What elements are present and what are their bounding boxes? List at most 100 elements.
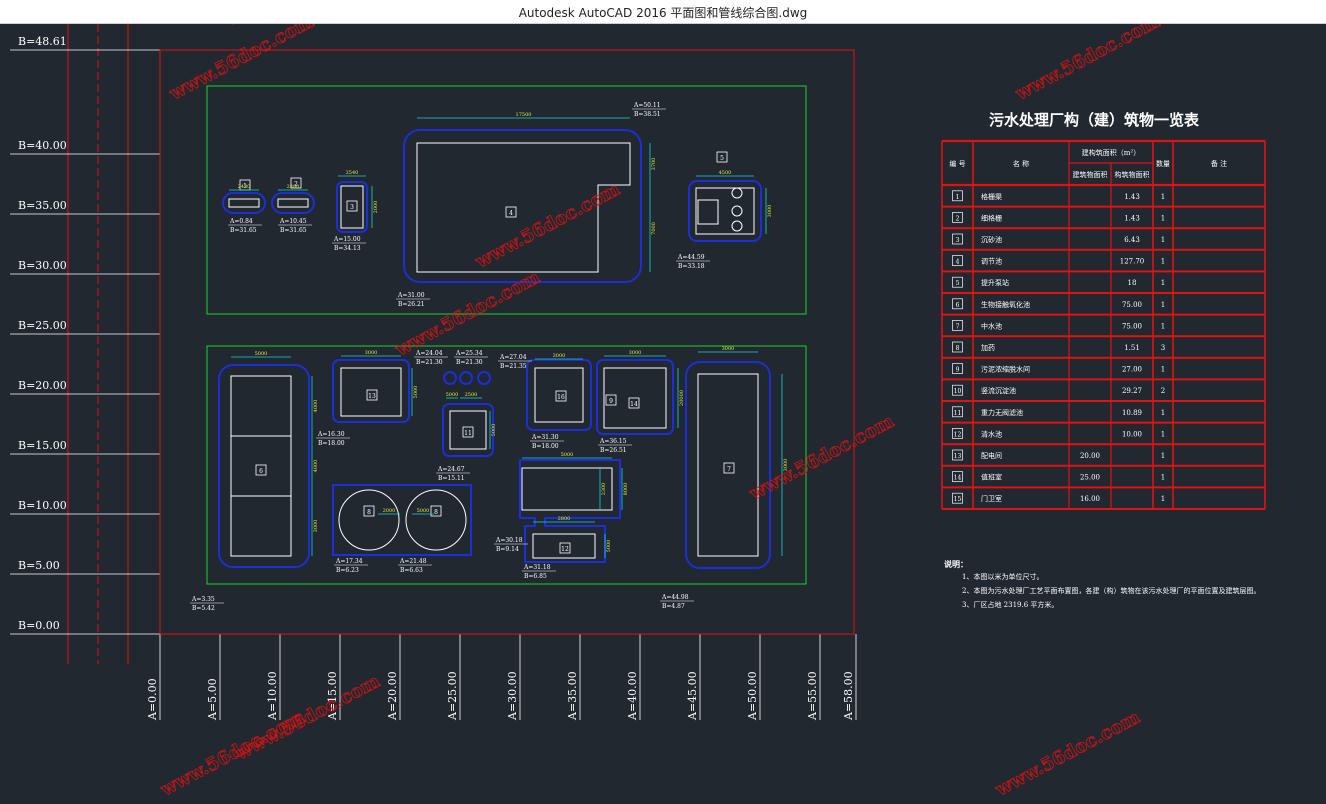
item-label: 13 [368, 393, 376, 400]
structure-outline [596, 359, 674, 435]
grid-b-label: B=15.00 [18, 439, 67, 452]
cad-drawing[interactable]: B=48.61B=40.00B=35.00B=30.00B=25.00B=20.… [0, 24, 1326, 804]
item-marker [366, 389, 378, 401]
table-row-no-box [952, 341, 963, 353]
structure-inner [449, 410, 487, 450]
table-row-name: 重力无阀滤池 [981, 408, 1023, 417]
coord-a-label: A=31.00 [397, 292, 425, 299]
structure-outline [222, 192, 266, 214]
coord-b-label: B=34.13 [334, 245, 361, 252]
dimension-label: 5000 [446, 392, 459, 398]
upper-green-zone [206, 85, 807, 315]
grid-b-label: B=5.00 [18, 559, 60, 572]
table-row-name: 值班室 [981, 473, 1002, 482]
grid-b-label: B=30.00 [18, 259, 67, 272]
dimension-label: 17500 [516, 112, 532, 118]
table-row-no: 1 [956, 194, 960, 201]
coord-a-label: A=10.45 [279, 218, 307, 225]
coord-b-label: B=31.65 [280, 227, 307, 234]
coord-a-label: A=15.00 [333, 236, 361, 243]
table-row-qty: 3 [1161, 344, 1165, 352]
table-row-qty: 1 [1161, 193, 1165, 201]
coord-b-label: B=31.65 [230, 227, 257, 234]
clarifier-circle [405, 489, 467, 551]
dosing-circle [443, 371, 457, 385]
coord-b-label: B=15.11 [438, 475, 465, 482]
lower-green-zone [206, 345, 807, 585]
notes-line: 3、厂区占地 2319.6 平方米。 [962, 600, 1058, 609]
coordinate-grid: B=48.61B=40.00B=35.00B=30.00B=25.00B=20.… [10, 24, 857, 721]
structure-inner [695, 187, 755, 235]
table-row-struct: 1.43 [1124, 193, 1140, 201]
structure-inner [277, 198, 309, 208]
coord-b-label: B=18.00 [532, 443, 559, 450]
table-row-qty: 1 [1161, 474, 1165, 482]
table-row-no: 9 [956, 367, 960, 374]
dimension-label: 3000 [629, 350, 642, 356]
coord-a-label: A=50.11 [633, 102, 661, 109]
table-row-no: 8 [956, 345, 960, 352]
dimension-label: 2300 [601, 483, 607, 496]
table-row-no: 6 [956, 302, 960, 309]
watermark-text: www.56doc.com [166, 24, 318, 105]
coord-b-label: B=18.00 [318, 440, 345, 447]
coord-a-label: A=3.35 [191, 596, 215, 603]
table-row-name: 沉砂池 [981, 235, 1002, 244]
grid-a-label: A=50.00 [746, 671, 759, 721]
item-marker [290, 177, 302, 189]
item-label: 8 [434, 509, 438, 516]
grid-a-label: A=45.00 [686, 671, 699, 721]
table-header-name: 名 称 [1013, 159, 1029, 168]
dimension-label: 5000 [491, 424, 497, 437]
table-row-no: 2 [956, 215, 960, 222]
table-row-struct: 18 [1128, 279, 1137, 287]
table-row-name: 格栅渠 [981, 192, 1002, 201]
coord-b-label: B=21.30 [456, 359, 483, 366]
coord-b-label: B=33.18 [678, 263, 705, 270]
grid-a-label: A=15.00 [326, 671, 339, 721]
dimension-label: 2380 [287, 184, 300, 190]
dimension-label: 2500 [465, 392, 478, 398]
grid-a-label: A=30.00 [506, 671, 519, 721]
structure-outline [332, 359, 410, 423]
structure-outline [403, 129, 642, 283]
watermark-text: www.56doc.com [232, 671, 384, 765]
structure-inner [230, 375, 292, 557]
item-label: 12 [561, 546, 569, 553]
grid-a-label: A=5.00 [206, 678, 219, 721]
table-row-name: 调节池 [981, 257, 1002, 266]
grid-a-label: A=40.00 [626, 671, 639, 721]
item-marker [255, 464, 267, 476]
watermark-text: www.56doc.com [1012, 24, 1164, 105]
coord-a-label: A=36.15 [599, 438, 627, 445]
structure-inner [340, 185, 364, 229]
table-row-qty: 1 [1161, 366, 1165, 374]
grid-b-label: B=35.00 [18, 199, 67, 212]
table-row-no: 5 [956, 280, 960, 287]
dimension-label: 3000 [365, 350, 378, 356]
table-row-no: 3 [956, 237, 960, 244]
table-row-qty: 1 [1161, 322, 1165, 330]
dimension-label: 2540 [346, 170, 359, 176]
coord-b-label: B=21.30 [416, 359, 443, 366]
dimension-label: 2000 [383, 508, 396, 514]
grid-b-label: B=25.00 [18, 319, 67, 332]
table-row-no: 15 [954, 496, 962, 503]
table-row-name: 竖流沉淀池 [981, 386, 1016, 395]
table-row-struct: 75.00 [1122, 301, 1142, 309]
table-header-area: 建构筑面积（m²） [1082, 148, 1140, 157]
coord-b-label: B=38.51 [634, 111, 661, 118]
structure-outline [685, 361, 771, 569]
table-row-name: 细格栅 [981, 213, 1002, 222]
dimension-label: 3000 [783, 459, 789, 472]
window-title: Autodesk AutoCAD 2016 平面图和管线综合图.dwg [518, 6, 808, 20]
dimension-label: 5000 [606, 540, 612, 553]
grid-b-label: B=48.61 [18, 35, 67, 48]
item-label: 1 [243, 183, 247, 190]
table-header-qty: 数量 [1156, 159, 1170, 168]
coord-b-label: B=9.14 [496, 546, 519, 553]
item-label: 3 [350, 204, 354, 211]
structure-table: 污水处理厂构（建）筑物一览表编 号名 称建构筑面积（m²）建筑物面积构筑物面积数… [941, 111, 1266, 510]
tank-4-inner [416, 142, 631, 273]
